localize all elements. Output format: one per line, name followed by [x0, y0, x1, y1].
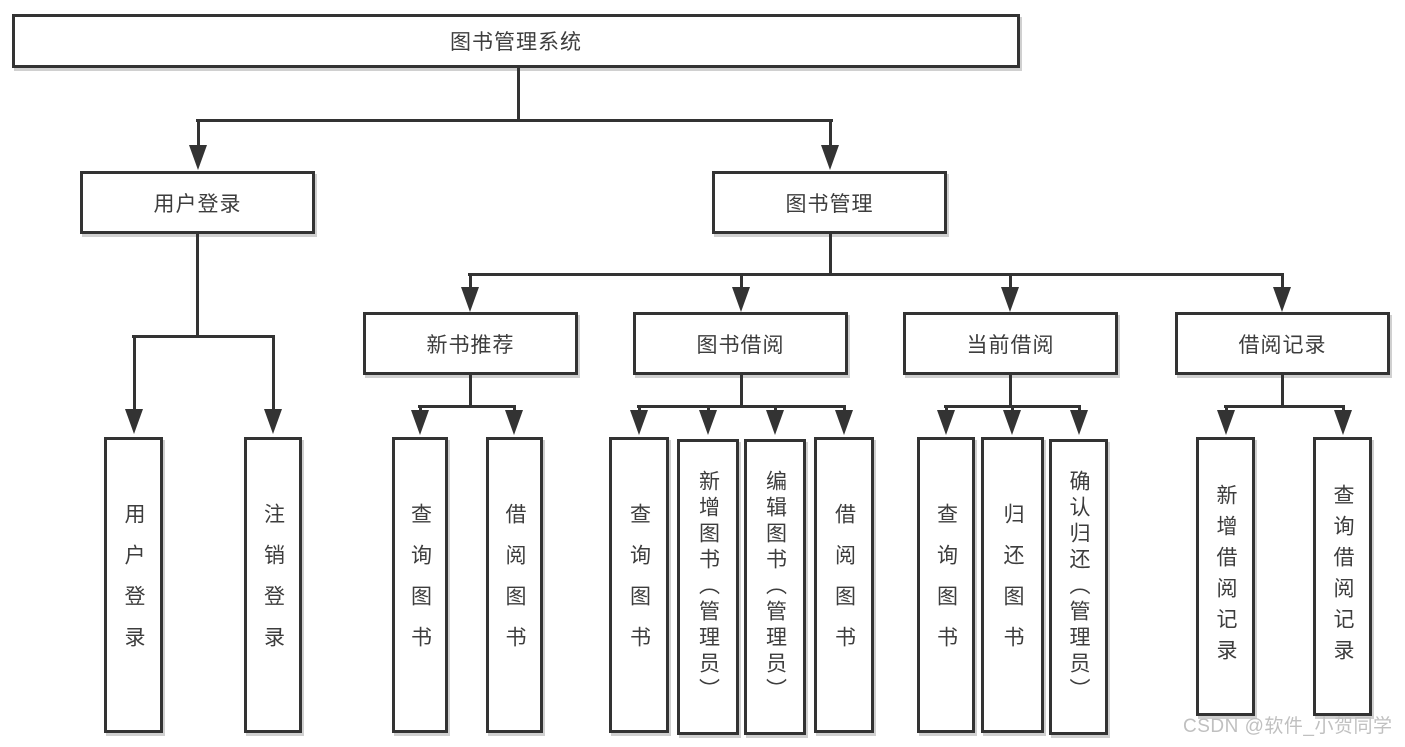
- arrowhead-down-icon: [699, 410, 717, 435]
- connector-line: [1078, 405, 1081, 413]
- node-label: 借阅记录: [1238, 333, 1327, 357]
- leaf-label: 新增图书（管理员）: [696, 470, 720, 704]
- node-label: 新书推荐: [426, 333, 515, 357]
- connector-line: [774, 405, 777, 413]
- node-label: 图书借阅: [696, 333, 785, 357]
- connector-line: [829, 119, 832, 147]
- connector-line: [469, 375, 472, 406]
- leaf-label: 查询图书: [408, 503, 432, 667]
- leaf-label: 借阅图书: [832, 503, 856, 667]
- connector-line: [469, 273, 472, 289]
- arrowhead-down-icon: [766, 410, 784, 435]
- leaf-label: 归还图书: [1001, 503, 1024, 667]
- connector-line: [1009, 273, 1012, 289]
- node-label: 图书管理: [785, 192, 874, 216]
- node-borrow-records: 借阅记录: [1175, 312, 1390, 375]
- csdn-watermark: CSDN @软件_小贺同学: [1183, 716, 1393, 737]
- arrowhead-down-icon: [1334, 410, 1352, 435]
- connector-line: [272, 335, 275, 411]
- connector-line: [740, 273, 743, 289]
- connector-line: [196, 234, 199, 335]
- connector-line: [1281, 375, 1284, 406]
- connector-line: [945, 405, 948, 413]
- leaf-label: 借阅图书: [503, 503, 526, 667]
- leaf-query-borrow-record: 查询借阅记录: [1313, 437, 1372, 716]
- connector-line: [197, 119, 200, 147]
- node-user-login: 用户登录: [80, 171, 315, 234]
- connector-line: [638, 405, 641, 413]
- arrowhead-down-icon: [1070, 410, 1088, 435]
- node-label: 当前借阅: [966, 333, 1055, 357]
- leaf-borrow-books: 借阅图书: [814, 437, 874, 733]
- connector-line: [1224, 405, 1345, 408]
- leaf-edit-books-admin: 编辑图书（管理员）: [744, 439, 806, 735]
- leaf-user-login: 用户登录: [104, 437, 163, 733]
- connector-line: [707, 405, 710, 413]
- arrowhead-down-icon: [821, 145, 839, 170]
- connector-line: [419, 405, 422, 413]
- arrowhead-down-icon: [189, 145, 207, 170]
- arrowhead-down-icon: [732, 287, 750, 312]
- connector-line: [468, 273, 1284, 276]
- leaf-logout: 注销登录: [244, 437, 302, 733]
- connector-line: [740, 375, 743, 406]
- connector-line: [843, 405, 846, 413]
- arrowhead-down-icon: [1273, 287, 1291, 312]
- leaf-query-books-recommend: 查询图书: [392, 437, 448, 733]
- leaf-label: 查询图书: [627, 503, 651, 667]
- node-book-borrow: 图书借阅: [633, 312, 848, 375]
- connector-line: [829, 234, 832, 275]
- connector-line: [1225, 405, 1228, 413]
- arrowhead-down-icon: [411, 410, 429, 435]
- connector-line: [1342, 405, 1345, 413]
- arrowhead-down-icon: [1217, 410, 1235, 435]
- connector-line: [1011, 405, 1014, 413]
- connector-line: [132, 335, 275, 338]
- node-current-borrow: 当前借阅: [903, 312, 1118, 375]
- connector-line: [513, 405, 516, 413]
- node-library-system: 图书管理系统: [12, 14, 1020, 68]
- leaf-label: 新增借阅记录: [1214, 483, 1237, 670]
- arrowhead-down-icon: [1001, 287, 1019, 312]
- node-label: 用户登录: [153, 192, 242, 216]
- leaf-label: 编辑图书（管理员）: [763, 470, 787, 704]
- connector-line: [418, 405, 516, 408]
- node-label: 图书管理系统: [450, 31, 582, 54]
- arrowhead-down-icon: [461, 287, 479, 312]
- arrowhead-down-icon: [630, 410, 648, 435]
- arrowhead-down-icon: [1003, 410, 1021, 435]
- connector-line: [1281, 273, 1284, 289]
- connector-line: [196, 119, 833, 122]
- leaf-confirm-return-admin: 确认归还（管理员）: [1049, 439, 1108, 735]
- arrowhead-down-icon: [505, 410, 523, 435]
- arrowhead-down-icon: [125, 409, 143, 434]
- arrowhead-down-icon: [835, 410, 853, 435]
- connector-line: [637, 405, 846, 408]
- leaf-label: 查询图书: [934, 503, 958, 667]
- leaf-add-books-admin: 新增图书（管理员）: [677, 439, 739, 735]
- leaf-borrow-books-recommend: 借阅图书: [486, 437, 543, 733]
- node-book-management: 图书管理: [712, 171, 947, 234]
- connector-line: [517, 68, 520, 119]
- leaf-label: 注销登录: [261, 503, 285, 667]
- arrowhead-down-icon: [937, 410, 955, 435]
- node-new-book-recommend: 新书推荐: [363, 312, 578, 375]
- leaf-label: 确认归还（管理员）: [1067, 470, 1090, 704]
- leaf-return-books: 归还图书: [981, 437, 1044, 733]
- leaf-label: 查询借阅记录: [1331, 483, 1354, 670]
- connector-line: [133, 335, 136, 411]
- leaf-query-books-borrow: 查询图书: [609, 437, 669, 733]
- leaf-label: 用户登录: [122, 503, 145, 667]
- leaf-add-borrow-record: 新增借阅记录: [1196, 437, 1255, 716]
- arrowhead-down-icon: [264, 409, 282, 434]
- connector-line: [1009, 375, 1012, 406]
- leaf-query-books-current: 查询图书: [917, 437, 975, 733]
